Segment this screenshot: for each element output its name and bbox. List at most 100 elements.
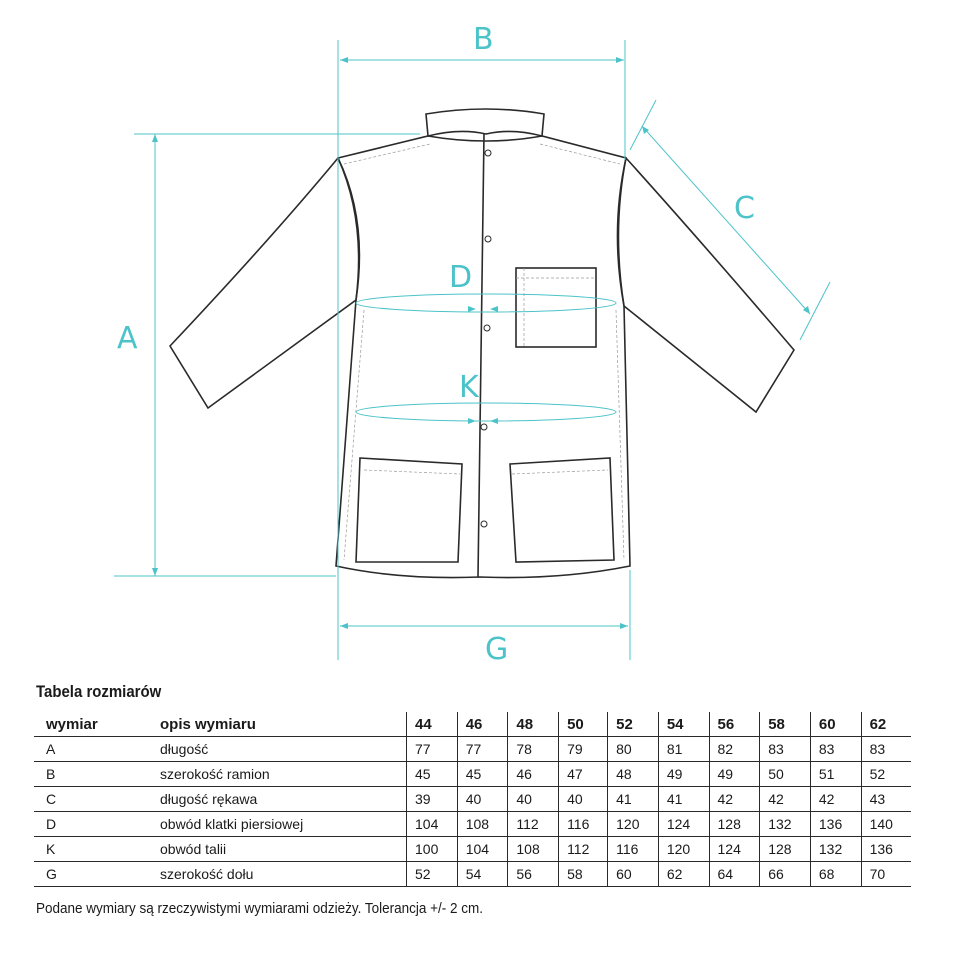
right-sleeve	[616, 156, 795, 414]
row-value: 120	[657, 836, 709, 862]
header-code: wymiar	[34, 712, 150, 737]
row-value: 68	[809, 861, 862, 887]
placket	[477, 133, 485, 578]
header-desc: opis wymiaru	[150, 712, 407, 737]
row-desc: długość rękawa	[150, 786, 407, 812]
row-value: 79	[558, 736, 608, 762]
row-value: 70	[860, 861, 911, 887]
row-value: 66	[759, 861, 811, 887]
header-size: 54	[657, 712, 709, 737]
row-value: 136	[809, 811, 862, 837]
jacket-outline	[168, 108, 795, 579]
chest-pocket	[515, 267, 597, 348]
header-size: 58	[759, 712, 811, 737]
header-size: 46	[456, 712, 508, 737]
row-value: 52	[406, 861, 458, 887]
row-value: 128	[759, 836, 811, 862]
label-C: C	[734, 191, 755, 226]
row-value: 41	[657, 786, 709, 812]
arrowheads	[152, 57, 810, 629]
row-value: 112	[507, 811, 559, 837]
row-value: 52	[860, 761, 911, 787]
row-value: 120	[607, 811, 659, 837]
row-value: 48	[607, 761, 659, 787]
row-value: 42	[708, 786, 760, 812]
row-value: 83	[809, 736, 862, 762]
right-pocket	[509, 457, 615, 563]
row-value: 45	[406, 761, 458, 787]
header-size: 52	[607, 712, 659, 737]
row-value: 104	[406, 811, 458, 837]
row-value: 82	[708, 736, 760, 762]
row-value: 83	[860, 736, 911, 762]
dim-line-D	[355, 293, 617, 313]
label-B: B	[473, 22, 494, 57]
row-value: 140	[860, 811, 911, 837]
table-title: Tabela rozmiarów	[36, 682, 162, 701]
header-size: 44	[406, 712, 458, 737]
label-A: A	[117, 321, 138, 356]
row-value: 54	[456, 861, 508, 887]
row-value: 45	[456, 761, 508, 787]
stitching	[343, 143, 625, 561]
jacket-diagram: B A C D K G	[114, 22, 831, 667]
row-value: 47	[558, 761, 608, 787]
row-value: 80	[607, 736, 659, 762]
row-value: 39	[406, 786, 458, 812]
collar	[425, 108, 545, 138]
left-sleeve	[168, 156, 360, 410]
row-value: 40	[507, 786, 559, 812]
row-value: 49	[657, 761, 709, 787]
row-desc: obwód talii	[150, 836, 407, 862]
dim-line-K	[355, 402, 617, 422]
row-value: 62	[657, 861, 709, 887]
row-value: 43	[860, 786, 911, 812]
row-desc: szerokość dołu	[150, 861, 407, 887]
row-value: 108	[507, 836, 559, 862]
label-D: D	[449, 260, 472, 295]
row-code: A	[34, 736, 150, 762]
row-value: 128	[708, 811, 760, 837]
tolerance-note: Podane wymiary są rzeczywistymi wymiaram…	[36, 900, 484, 917]
row-value: 124	[657, 811, 709, 837]
row-value: 49	[708, 761, 760, 787]
header-size: 48	[507, 712, 559, 737]
row-code: D	[34, 811, 150, 837]
buttons	[480, 149, 492, 528]
row-value: 124	[708, 836, 760, 862]
row-code: C	[34, 786, 150, 812]
row-value: 108	[456, 811, 508, 837]
label-G: G	[485, 632, 508, 667]
label-K: K	[459, 370, 480, 405]
row-value: 40	[558, 786, 608, 812]
row-value: 116	[607, 836, 659, 862]
row-value: 78	[507, 736, 559, 762]
row-value: 104	[456, 836, 508, 862]
row-value: 81	[657, 736, 709, 762]
row-code: K	[34, 836, 150, 862]
measurements	[114, 40, 831, 660]
header-size: 62	[860, 712, 911, 737]
row-value: 60	[607, 861, 659, 887]
header-size: 50	[558, 712, 608, 737]
header-size: 60	[809, 712, 862, 737]
row-value: 42	[809, 786, 862, 812]
row-value: 51	[809, 761, 862, 787]
row-value: 112	[558, 836, 608, 862]
row-value: 100	[406, 836, 458, 862]
row-value: 132	[809, 836, 862, 862]
row-value: 136	[860, 836, 911, 862]
row-value: 56	[507, 861, 559, 887]
row-value: 77	[456, 736, 508, 762]
row-value: 42	[759, 786, 811, 812]
row-value: 46	[507, 761, 559, 787]
